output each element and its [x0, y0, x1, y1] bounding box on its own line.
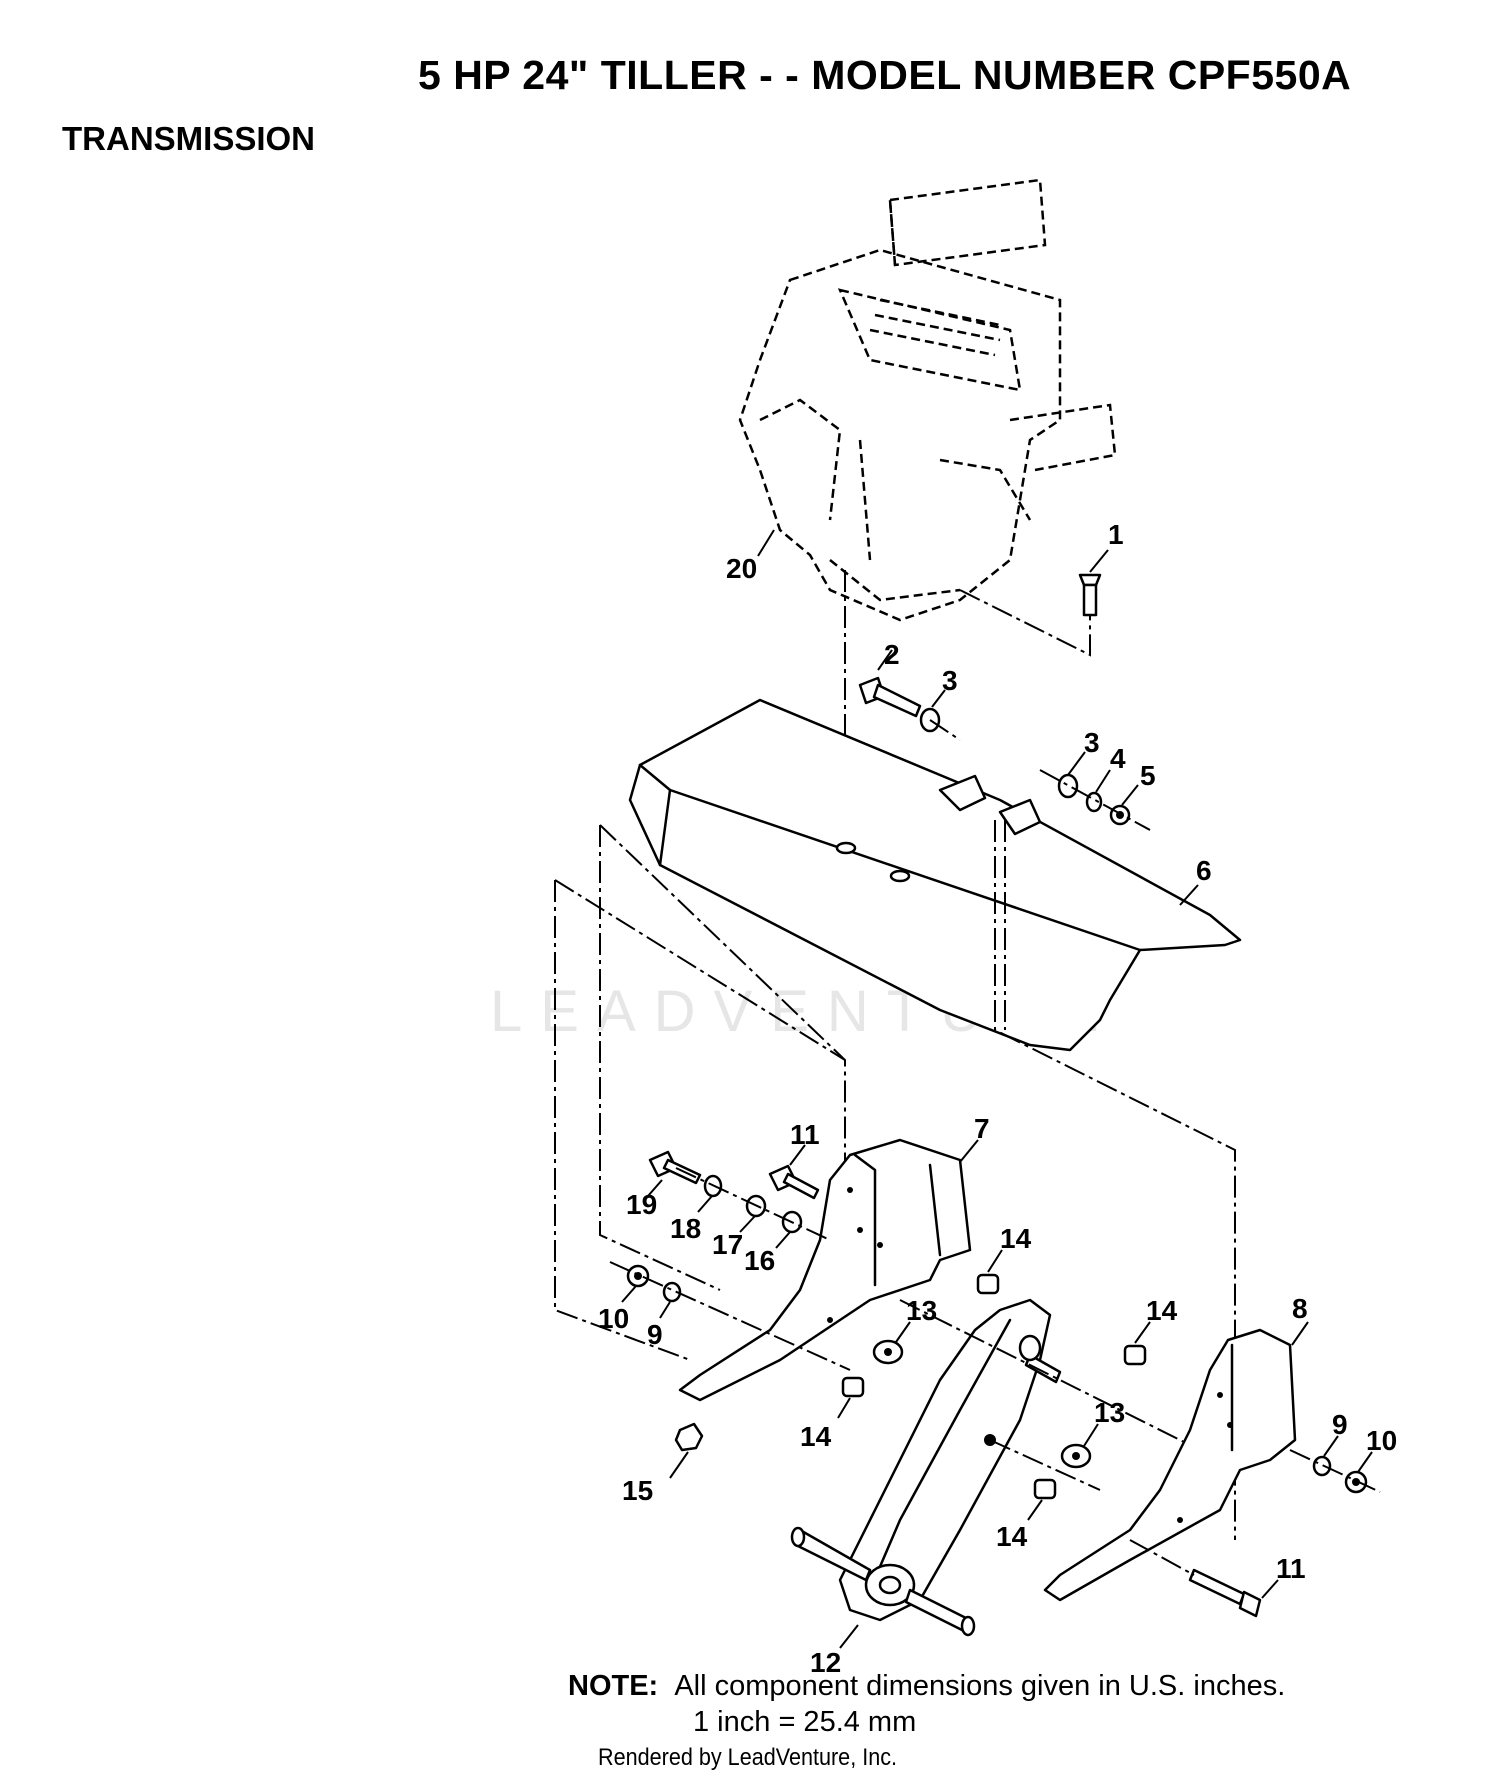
section-heading: TRANSMISSION [62, 120, 316, 157]
leader-20 [757, 529, 775, 557]
callout-5: 5 [1140, 760, 1156, 791]
dimensions-note: NOTE: All component dimensions given in … [568, 1668, 1285, 1740]
callout-1: 1 [1108, 519, 1124, 550]
part-12-transmission [790, 1298, 1101, 1649]
centerline-left-b [554, 880, 691, 1361]
callout-14-b: 14 [1146, 1295, 1178, 1326]
part-9-10-left-hardware [609, 1261, 851, 1371]
callout-13-upper: 13 [906, 1295, 937, 1326]
part-1-bolt [1078, 549, 1109, 617]
callout-9-right: 9 [1332, 1409, 1348, 1440]
centerline-right [994, 820, 1236, 1540]
callout-2: 2 [884, 639, 900, 670]
part-19-11-hardware [647, 1144, 831, 1249]
callout-17: 17 [712, 1229, 743, 1260]
callout-10-left: 10 [598, 1303, 629, 1334]
note-label: NOTE: [568, 1670, 659, 1702]
footer-credit: Rendered by LeadVenture, Inc. [598, 1744, 898, 1771]
callout-19: 19 [626, 1189, 657, 1220]
part-8-right-bracket [1043, 1321, 1309, 1602]
centerline-left-d [554, 879, 846, 1061]
part-9-10-11-right-hardware [1129, 1435, 1381, 1618]
callout-15: 15 [622, 1475, 653, 1506]
callout-11-right: 11 [1276, 1553, 1306, 1584]
part-7-left-bracket [678, 1138, 979, 1402]
centerline-left-a [599, 825, 721, 1291]
part-15-nut [669, 1422, 704, 1479]
callout-6: 6 [1196, 855, 1212, 886]
callout-20: 20 [726, 553, 757, 584]
callout-14-a: 14 [1000, 1223, 1032, 1254]
callout-14-c: 14 [800, 1421, 832, 1452]
callout-3-right: 3 [1084, 727, 1100, 758]
callout-12: 12 [810, 1647, 841, 1678]
callout-16: 16 [744, 1245, 775, 1276]
centerline-bolt-1 [959, 589, 1091, 657]
callout-7: 7 [974, 1113, 990, 1144]
part-6-tine-shield [628, 698, 1242, 1052]
part-2-bolt [858, 649, 961, 741]
page-title: 5 HP 24" TILLER - - MODEL NUMBER CPF550A [418, 52, 1352, 98]
callout-8: 8 [1292, 1293, 1308, 1324]
callout-14-d: 14 [996, 1521, 1028, 1552]
callout-9-left: 9 [647, 1319, 663, 1350]
callout-10-right: 10 [1366, 1425, 1397, 1456]
engine-phantom [738, 178, 1117, 622]
callout-13-lower: 13 [1094, 1397, 1125, 1428]
callout-11-left: 11 [790, 1119, 820, 1150]
note-line-1: All component dimensions given in U.S. i… [674, 1670, 1286, 1702]
part-3-4-5-hardware [1039, 751, 1151, 831]
part-13-14-spacers [837, 1249, 1201, 1521]
callout-4: 4 [1110, 743, 1126, 774]
callout-18: 18 [670, 1213, 701, 1244]
note-line-2: 1 inch = 25.4 mm [693, 1706, 917, 1738]
callout-3-upper: 3 [942, 665, 958, 696]
